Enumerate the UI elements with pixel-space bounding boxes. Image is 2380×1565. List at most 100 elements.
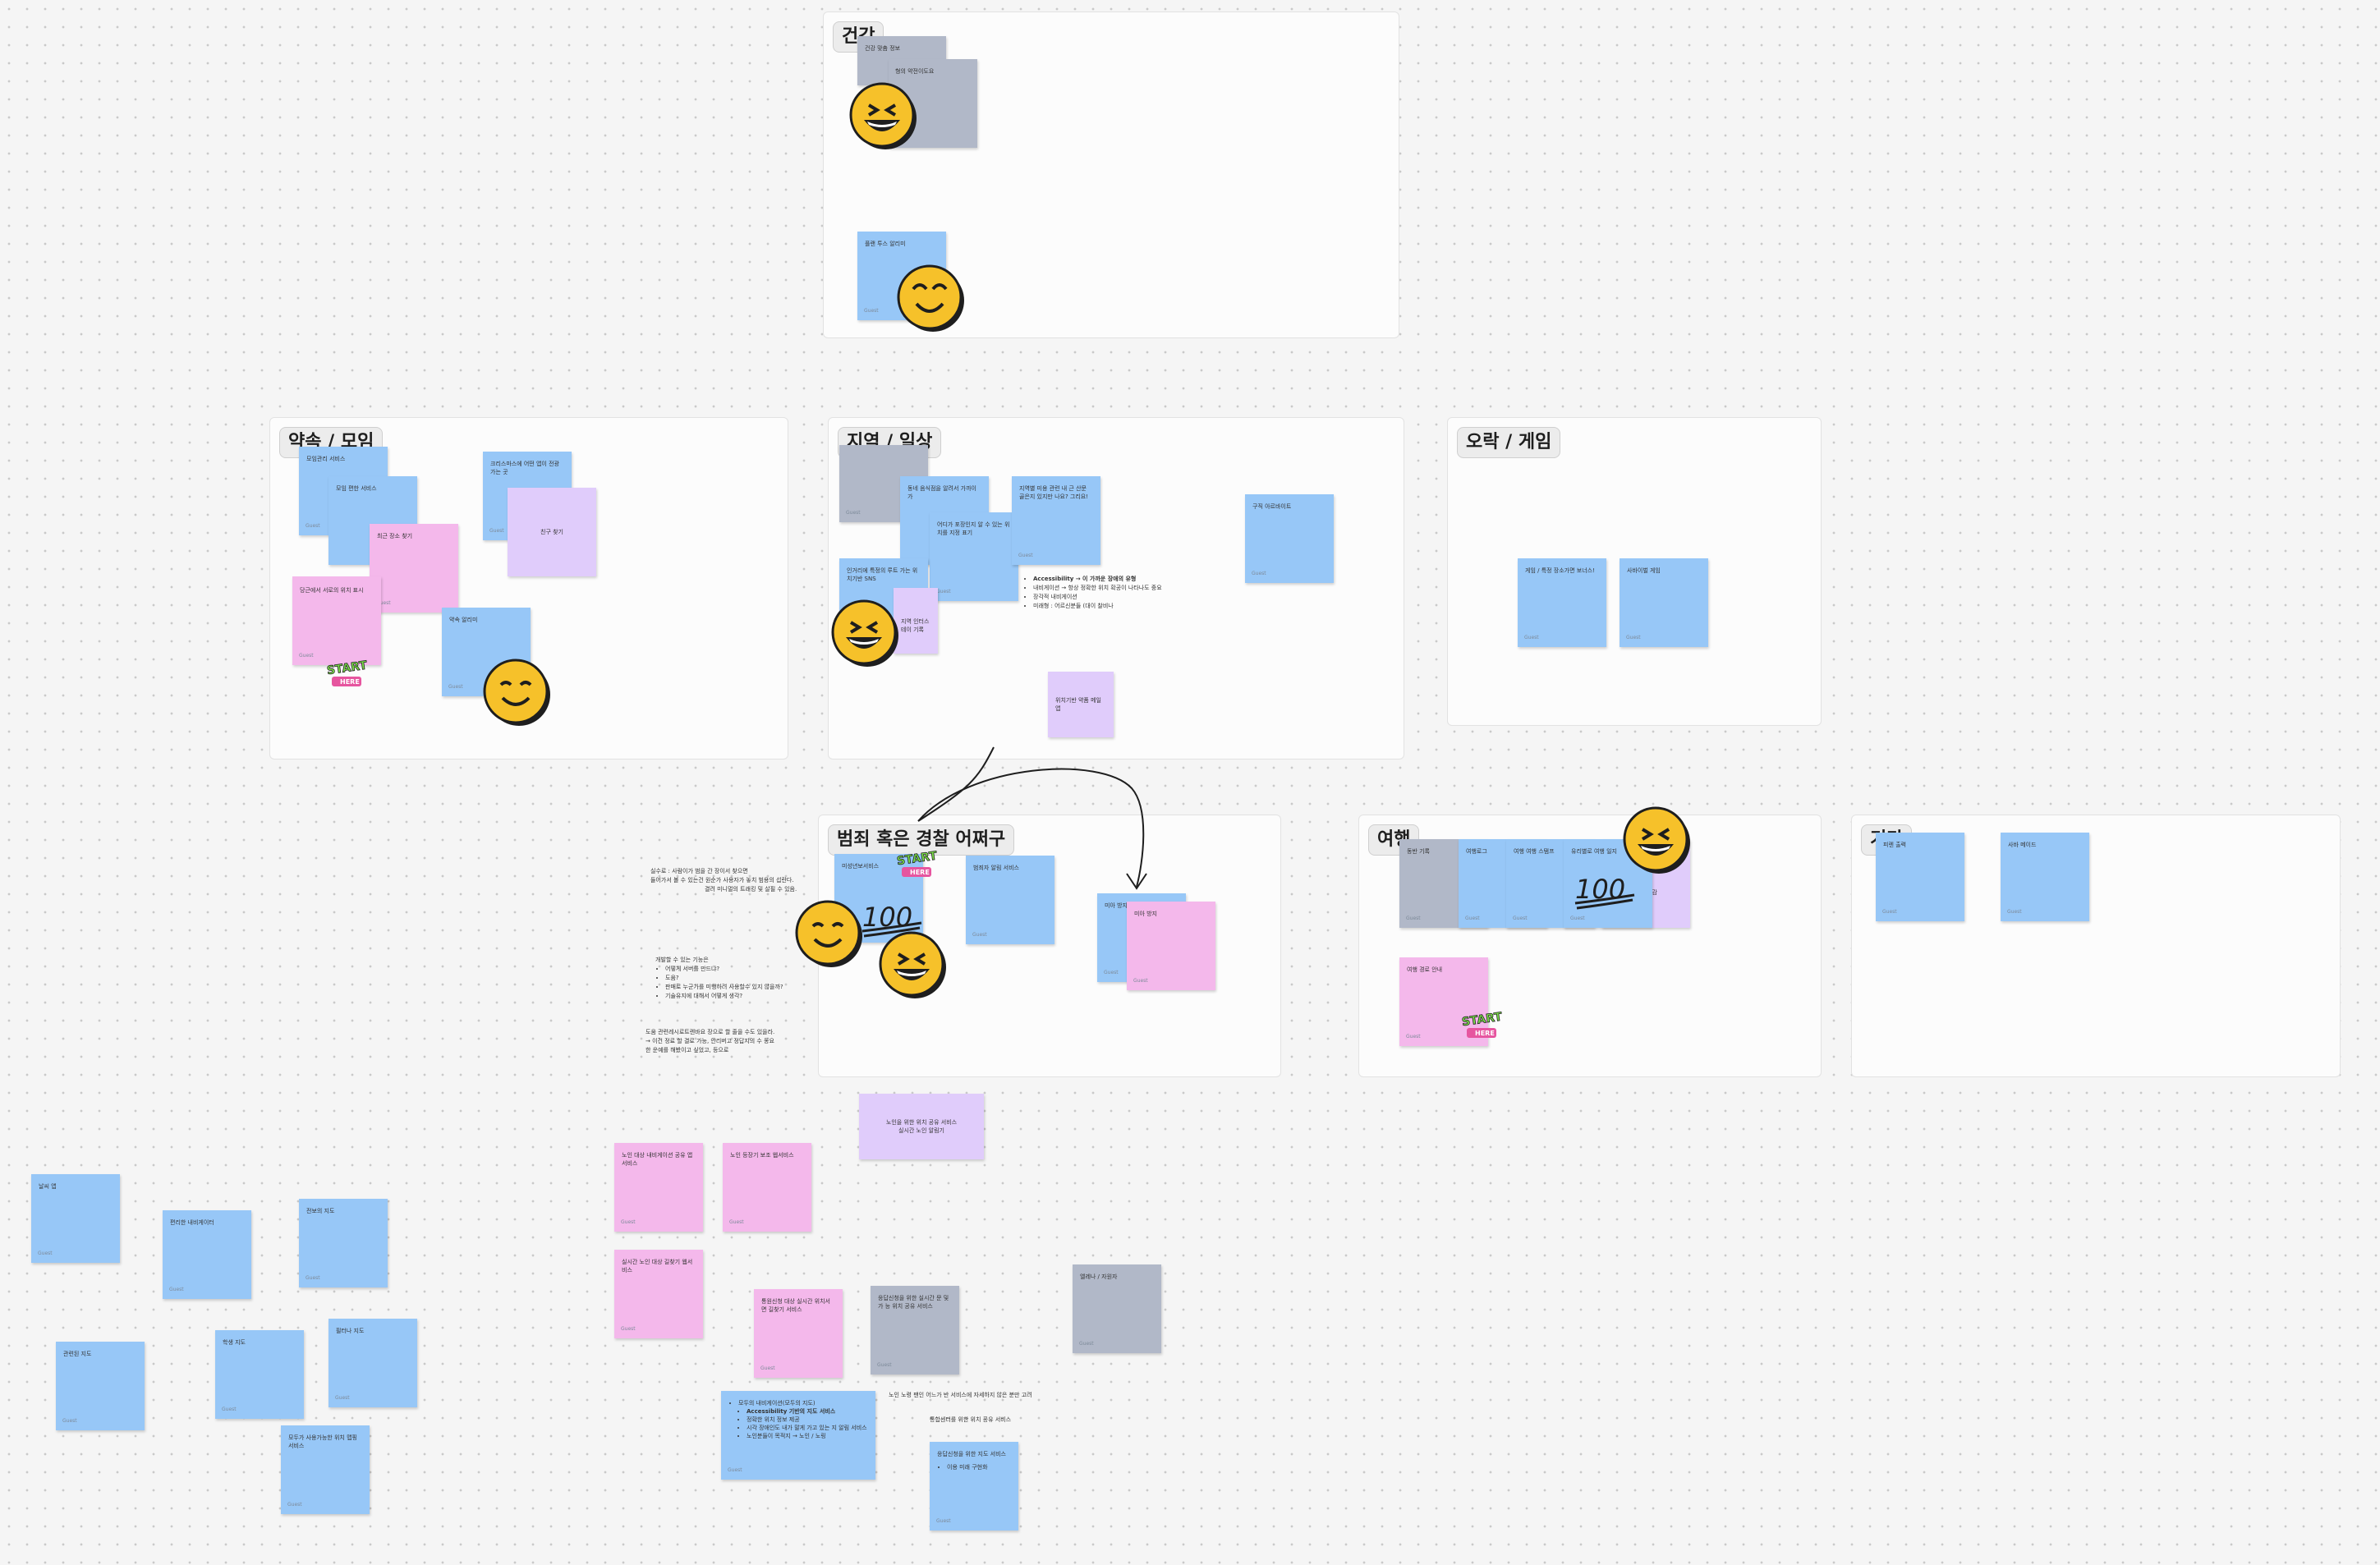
sticky-note[interactable]: 응답신청을 위한 지도 서비스 이용 미래 구현화 Guest (930, 1442, 1018, 1531)
text-label[interactable]: 통합센터를 위한 위치 공유 서비스 (930, 1416, 1012, 1423)
bullet-item: Accessibility → 이 가까운 장애의 유형 (1033, 575, 1162, 584)
laughing-emoji-icon[interactable] (849, 82, 918, 151)
laughing-emoji-icon[interactable] (831, 599, 900, 668)
section-title-game[interactable]: 오락 / 게임 (1457, 427, 1561, 458)
sticky-author: Guest (1406, 1034, 1421, 1040)
text-block[interactable]: 실수로 : 사람이가 범을 간 장이서 찾으면 들어가서 볼 수 있는건 원순가… (650, 867, 797, 894)
sticky-text: 동네 음식점을 알려서 가까이 가 (907, 485, 976, 500)
sticky-author: Guest (621, 1326, 636, 1332)
sticky-author: Guest (448, 684, 463, 690)
sticky-text: 사바 메이드 (2008, 842, 2037, 848)
laughing-emoji-icon[interactable] (1623, 806, 1692, 875)
hundred-points-icon[interactable]: 100 (1570, 870, 1639, 911)
bullet-item: 모두의 내비게이션(모두의 지도) (738, 1399, 868, 1407)
sticky-note[interactable]: 모두의 내비게이션(모두의 지도) Accessibility 기반의 지도 서… (721, 1391, 875, 1480)
text-line: 한 운예를 해봤이고 싶었고, 등으로 (646, 1047, 729, 1053)
text-line: 결려 미니멀의 트래킹 및 살필 수 있음. (705, 886, 797, 893)
sticky-author: Guest (846, 510, 861, 516)
sticky-note[interactable]: 게임 / 특정 장소가면 보너스!Guest (1518, 558, 1606, 647)
bullet-item: 어떻게 서버를 만드냐? (665, 965, 783, 974)
start-text: START (326, 659, 368, 678)
sticky-author: Guest (299, 653, 314, 659)
sticky-author: Guest (306, 523, 320, 529)
bullet-item: 도움? (665, 974, 783, 983)
sticky-note[interactable]: 날씨 앱 Guest (31, 1174, 120, 1263)
sticky-note[interactable]: 위치기반 약품 메일앱 (1048, 672, 1114, 737)
smiling-emoji-icon[interactable] (795, 900, 864, 969)
sticky-text: 최근 장소 찾기 (377, 533, 413, 539)
sticky-author: Guest (877, 1362, 892, 1368)
sticky-note[interactable]: 사바 메이드 Guest (2001, 833, 2089, 921)
bullet-item: 시각 장애인도 내가 말게 가고 있는 지 알림 서비스 (747, 1424, 868, 1432)
sticky-text: 전보의 지도 (306, 1208, 335, 1214)
sticky-text: 미아 방지 (1105, 902, 1128, 909)
sticky-author: Guest (62, 1418, 77, 1424)
sticky-note[interactable]: 실시간 노인 대상 길찾기 웹서비스 Guest (614, 1250, 703, 1338)
sticky-note[interactable]: 전보의 지도 Guest (299, 1199, 388, 1287)
sticky-author: Guest (729, 1219, 744, 1225)
text-line: 도움 관련레시로트렌바요 장으로 할 줄을 수도 있을라. (646, 1029, 775, 1035)
sticky-text: 게임 / 특정 장소가면 보너스! (1525, 567, 1595, 574)
sticky-author: Guest (936, 589, 951, 594)
sticky-author: Guest (864, 308, 879, 314)
bullet-list[interactable]: Accessibility → 이 가까운 장애의 유형 내비게이션 → 항상 … (1023, 575, 1162, 611)
text-label[interactable]: 노인 노령 팬인 어느가 반 서비스에 자세하지 않은 분만 고려 (889, 1392, 1032, 1398)
sticky-text: 크리스마스에 어떤 앱이 전광 가는 곳 (490, 461, 559, 475)
sticky-author: Guest (2007, 909, 2022, 915)
sticky-text: 지역 인터스테이 기록 (901, 618, 930, 633)
sticky-text: 날씨 앱 (39, 1183, 57, 1190)
sticky-text: 약속 알리미 (449, 617, 478, 623)
sticky-note[interactable]: 노인을 위한 위치 공유 서비스 실시간 노인 알림기 (859, 1094, 984, 1159)
sticky-author: Guest (760, 1365, 775, 1371)
sticky-text: 구직 아르바이트 (1252, 503, 1292, 510)
text-line: 실수로 : 사람이가 범을 간 장이서 찾으면 (650, 868, 748, 874)
sticky-text: 모임관리 서비스 (306, 456, 346, 462)
text-block[interactable]: 도움 관련레시로트렌바요 장으로 할 줄을 수도 있을라. → 이건 정료 할 … (646, 1028, 774, 1055)
sticky-author: Guest (728, 1467, 742, 1473)
sticky-author: Guest (376, 600, 391, 606)
sticky-note[interactable]: 당근에서 서로의 위치 표시 Guest (292, 576, 381, 665)
sticky-author: Guest (169, 1287, 184, 1292)
section-title-crime[interactable]: 범죄 혹은 경찰 어쩌구 (828, 824, 1015, 856)
sticky-note[interactable]: 친구 찾기 (508, 488, 596, 576)
hundred-points-icon[interactable]: 100 (857, 898, 926, 939)
bullet-item: 기술유지에 대해서 어떻게 생각? (665, 992, 783, 1001)
sticky-note[interactable]: 지역 인터스테이 기록 (894, 588, 938, 654)
start-here-sticker-icon[interactable]: START HERE (1459, 1010, 1505, 1044)
sticky-author: Guest (38, 1251, 53, 1256)
start-here-sticker-icon[interactable]: START HERE (894, 849, 940, 883)
sticky-note[interactable]: 최근 장소 찾기 Guest (370, 524, 458, 613)
bullet-item: 장각적 내비게이션 (1033, 593, 1162, 602)
sticky-text: 당근에서 서로의 위치 표시 (300, 587, 364, 594)
start-here-sticker-icon[interactable]: START HERE (324, 659, 370, 693)
connector-line (917, 768, 1145, 888)
smiling-emoji-icon[interactable] (483, 659, 552, 727)
sticky-text: 실시간 노인 대상 길찾기 웹서비스 (622, 1259, 693, 1274)
bullet-item: 내비게이션 → 항상 정확한 위치 확공이 나타나도 중요 (1033, 584, 1162, 593)
sticky-text: 여행 경로 안내 (1407, 966, 1443, 973)
sticky-text: 미성년보서비스 (842, 863, 880, 870)
sticky-note[interactable]: 지역별 미용 관련 내 근 산문 골은지 있지만 나요? 그리요!Guest (1012, 476, 1100, 565)
squinting-emoji-icon[interactable] (897, 264, 966, 333)
text-block[interactable]: 개발할 수 있는 기능은 어떻게 서버를 만드냐? 도움? 판매로 누군가를 미… (655, 956, 783, 1001)
sticky-author: Guest (1406, 916, 1421, 921)
laughing-emoji-icon[interactable] (879, 931, 948, 1000)
sticky-author: Guest (306, 1275, 320, 1281)
